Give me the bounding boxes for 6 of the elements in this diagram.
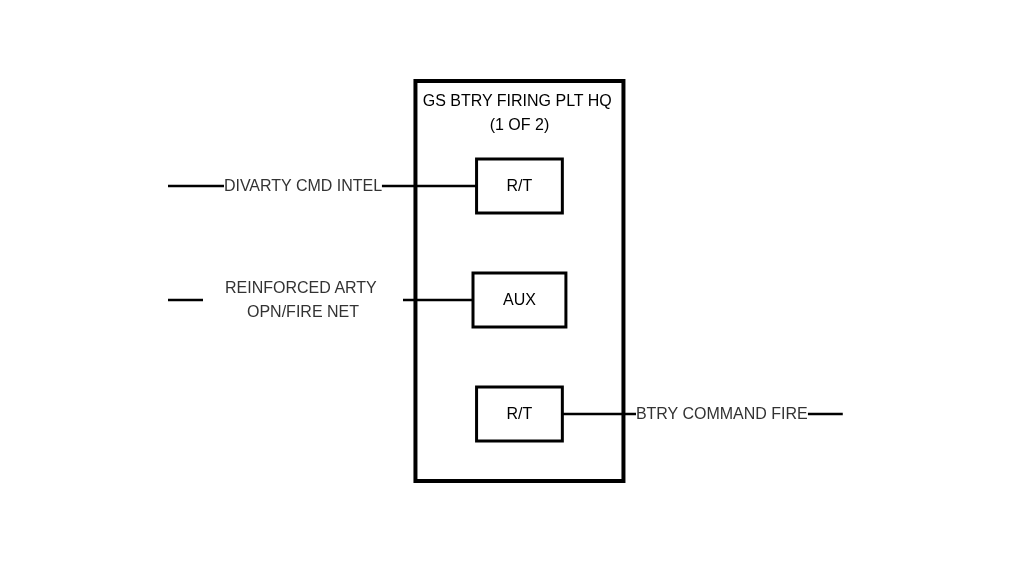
edge-label: BTRY COMMAND FIRE [635,404,808,422]
node-box: AUX [471,271,567,328]
node-box: R/T [474,385,564,442]
node-box: R/T [474,157,564,214]
edge-label: REINFORCED ARTY OPN/FIRE NET [224,278,377,320]
edge-label: DIVARTY CMD INTEL [223,176,382,194]
